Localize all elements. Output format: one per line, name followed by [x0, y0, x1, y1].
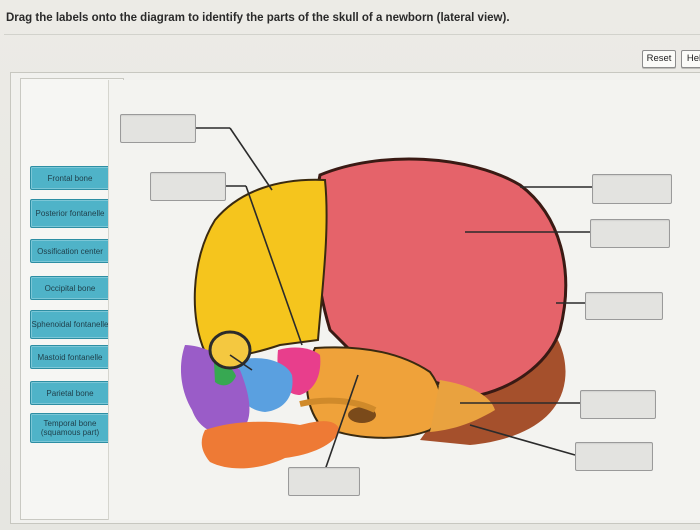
face-green-bone	[214, 361, 236, 386]
label-chip-mastoid-fontanelle[interactable]: Mastoid fontanelle	[30, 345, 110, 369]
ear-canal	[348, 407, 376, 423]
leader-lines	[195, 127, 592, 471]
drop-target-7[interactable]	[575, 442, 653, 471]
face-blue-bone	[237, 358, 293, 412]
mastoid-region	[430, 380, 495, 432]
reset-button[interactable]: Reset	[642, 50, 676, 68]
drop-target-1[interactable]	[120, 114, 196, 143]
drop-target-4[interactable]	[590, 219, 670, 248]
drop-target-2[interactable]	[150, 172, 226, 201]
parietal-bone	[313, 157, 568, 397]
orbit	[208, 330, 252, 370]
drop-target-5[interactable]	[585, 292, 663, 320]
label-chip-occipital-bone[interactable]: Occipital bone	[30, 276, 110, 300]
temporal-bone	[305, 346, 443, 439]
label-chip-ossification-center[interactable]: Ossification center	[30, 239, 110, 263]
drop-target-6[interactable]	[580, 390, 656, 419]
mandible	[201, 421, 340, 469]
help-button[interactable]: Hel	[681, 50, 700, 68]
header-divider	[4, 34, 700, 35]
drop-target-3[interactable]	[592, 174, 672, 204]
label-chip-posterior-fontanelle[interactable]: Posterior fontanelle	[30, 199, 110, 228]
frontal-bone	[193, 178, 328, 357]
instruction-text: Drag the labels onto the diagram to iden…	[6, 12, 510, 24]
zygomatic-arch	[299, 397, 377, 413]
skull-shapes	[180, 157, 568, 469]
label-chip-temporal-bone[interactable]: Temporal bone (squamous part)	[30, 413, 110, 443]
drop-target-8[interactable]	[288, 467, 360, 496]
label-chip-parietal-bone[interactable]: Parietal bone	[30, 381, 110, 405]
